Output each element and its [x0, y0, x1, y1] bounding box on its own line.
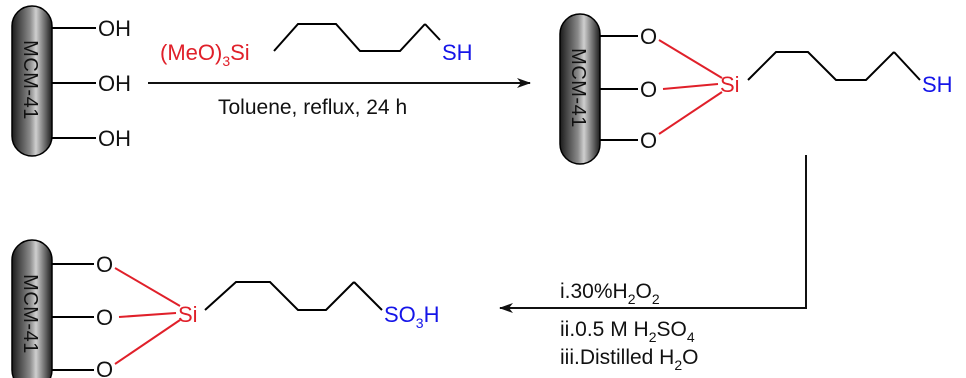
si-label-int: Si: [720, 72, 740, 97]
propyl-chain-int: [747, 51, 895, 81]
bond-sh-int: [893, 51, 921, 81]
sh-label-int: SH: [922, 72, 953, 97]
o-label-fin-3: O: [96, 357, 113, 378]
mcm41-label-3: MCM-41: [19, 274, 41, 354]
si-label-fin: Si: [178, 302, 198, 327]
final-product: MCM-41 O O O Si SO3H: [11, 239, 439, 378]
so3h-label: SO3H: [384, 302, 439, 331]
bond-sh-reagent: [424, 23, 441, 41]
bond-so3h: [353, 281, 383, 311]
step1-conditions: Toluene, reflux, 24 h: [218, 96, 407, 119]
bond-o-si-int-2: [662, 83, 719, 90]
reactant-support: MCM-41 OH OH OH: [11, 5, 131, 157]
step2-line3: iii.Distilled H2O: [560, 346, 699, 373]
oh-label-3: OH: [98, 126, 131, 151]
step2-line1: i.30%H2O2: [560, 280, 660, 307]
mcm41-label-2: MCM-41: [567, 48, 589, 128]
mcm41-label-1: MCM-41: [19, 40, 41, 120]
bond-o-si-int-1: [658, 39, 723, 79]
bond-o-si-fin-2: [118, 312, 177, 318]
bond-o-si-int-3: [658, 91, 723, 135]
o-label-int-1: O: [640, 24, 657, 49]
oh-label-1: OH: [98, 16, 131, 41]
bond-o-si-fin-3: [114, 319, 181, 365]
o-label-fin-1: O: [96, 252, 113, 277]
bond-o-si-fin-1: [114, 267, 181, 307]
propyl-chain-fin: [204, 281, 355, 311]
reaction-arrow-2: [499, 155, 807, 313]
intermediate-product: MCM-41 O O O Si SH: [559, 13, 953, 165]
step2-line2: ii.0.5 M H2SO4: [560, 318, 695, 345]
reagent-silane: (MeO)3Si SH: [160, 23, 473, 69]
mcm41-pill-3: [11, 239, 53, 378]
sh-label-reagent: SH: [442, 40, 473, 65]
mcm41-pill-1: [11, 5, 53, 157]
oh-label-2: OH: [98, 71, 131, 96]
propyl-chain-reagent: [273, 23, 426, 52]
o-label-fin-2: O: [96, 305, 113, 330]
o-label-int-2: O: [640, 77, 657, 102]
reagent-formula: (MeO)3Si: [160, 40, 250, 69]
o-label-int-3: O: [640, 128, 657, 153]
